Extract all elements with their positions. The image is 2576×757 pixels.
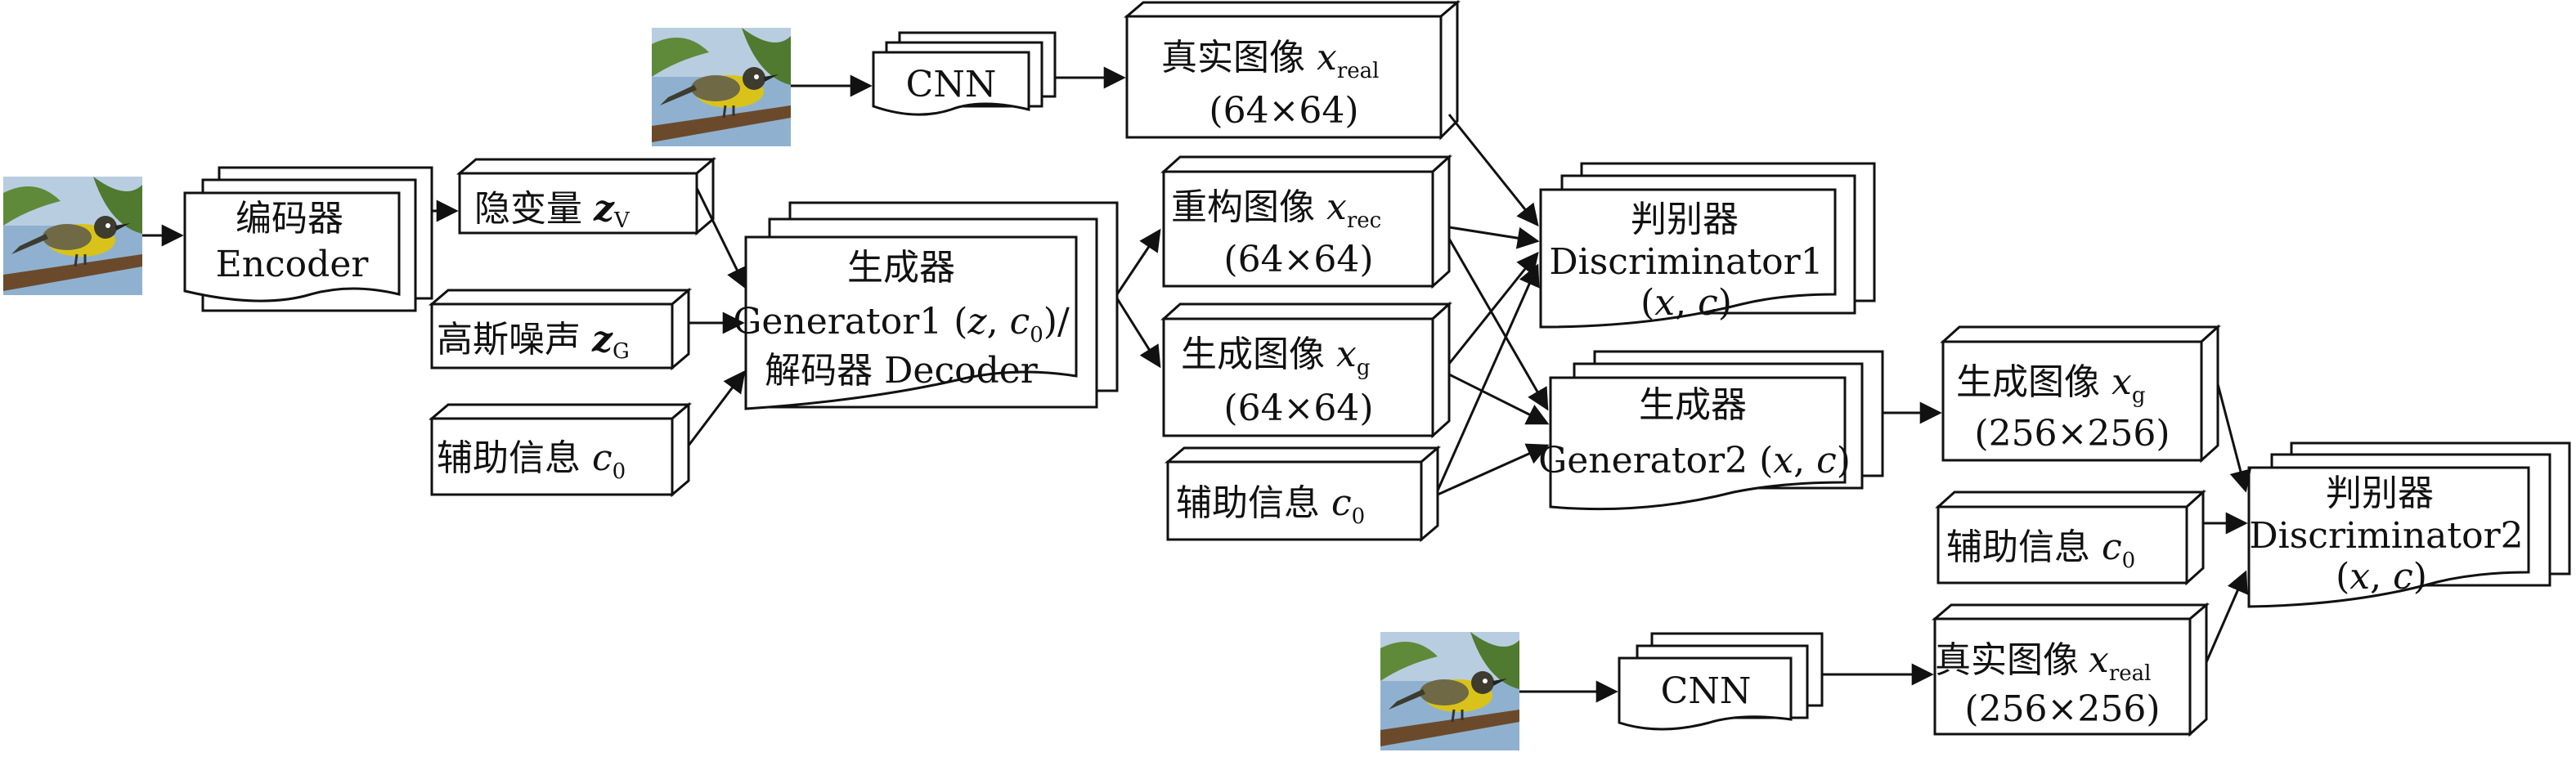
arrow-real64-to-disc1 [1447, 114, 1539, 227]
arrow-aux2-to-gen2 [1437, 443, 1550, 496]
arrow-aux2-to-disc1 [1436, 263, 1540, 491]
reconstructed-size: (64×64) [1223, 239, 1373, 280]
cnn-bottom-stack [1618, 632, 1824, 731]
generated64-size: (64×64) [1223, 387, 1373, 429]
real64-box [1123, 0, 1461, 141]
generator1-line3: 解码器 Decoder [765, 350, 1039, 392]
arrow-rec-to-disc1 [1448, 226, 1540, 249]
arrow-gen1-to-gen64 [1115, 298, 1161, 369]
cnn-bottom-label: CNN [1661, 670, 1752, 712]
arrow-gen64-to-gen2 [1448, 373, 1550, 425]
discriminator1-en: Discriminator1 [1549, 241, 1823, 283]
generator1-line2: Generator1 (z, c0)/ [733, 301, 1070, 347]
discriminator1-args: (x, c) [1640, 282, 1732, 324]
arrow-gen256-to-disc2 [2216, 383, 2251, 493]
bird-image-bottom [1379, 630, 1521, 752]
real64-size: (64×64) [1209, 90, 1358, 132]
discriminator2-title: 判别器 [2326, 473, 2434, 514]
arrow-rec-to-gen2 [1447, 238, 1549, 411]
bird-image-left [2, 175, 144, 297]
arrow-gen1-to-rec [1115, 228, 1161, 295]
discriminator2-en: Discriminator2 [2249, 515, 2523, 557]
reconstructed-box [1160, 154, 1452, 289]
arrow-aux1-to-gen1 [687, 370, 746, 446]
generated256-size: (256×256) [1974, 413, 2170, 455]
real256-size: (256×256) [1964, 688, 2160, 730]
aux2-box [1164, 445, 1442, 543]
encoder-stack [183, 166, 433, 312]
generator1-title: 生成器 [847, 247, 955, 289]
cnn-top-stack [872, 31, 1057, 116]
generator1-stack [744, 201, 1119, 410]
aux3-box [1935, 489, 2206, 586]
arrow-latent-to-gen1 [695, 187, 747, 290]
noise-box [428, 287, 693, 371]
discriminator2-args: (x, c) [2336, 556, 2427, 598]
cnn-top-label: CNN [906, 64, 997, 105]
generator2-en: Generator2 (x, c) [1538, 440, 1851, 482]
encoder-en: Encoder [216, 244, 370, 285]
real256-box [1931, 602, 2210, 737]
discriminator2-stack [2247, 441, 2571, 608]
bird-image-top [650, 26, 792, 148]
encoder-zh: 编码器 [236, 198, 343, 240]
arrow-real256-to-disc2 [2205, 570, 2248, 663]
arrow-gen64-to-disc1 [1447, 251, 1539, 365]
discriminator1-stack [1539, 162, 1876, 329]
aux1-box [428, 401, 693, 498]
discriminator1-title: 判别器 [1631, 199, 1739, 240]
generated64-box [1160, 301, 1452, 439]
generator2-stack [1549, 350, 1884, 511]
generated256-box [1940, 324, 2221, 464]
latent-box [456, 156, 717, 236]
generator2-title: 生成器 [1639, 384, 1747, 426]
